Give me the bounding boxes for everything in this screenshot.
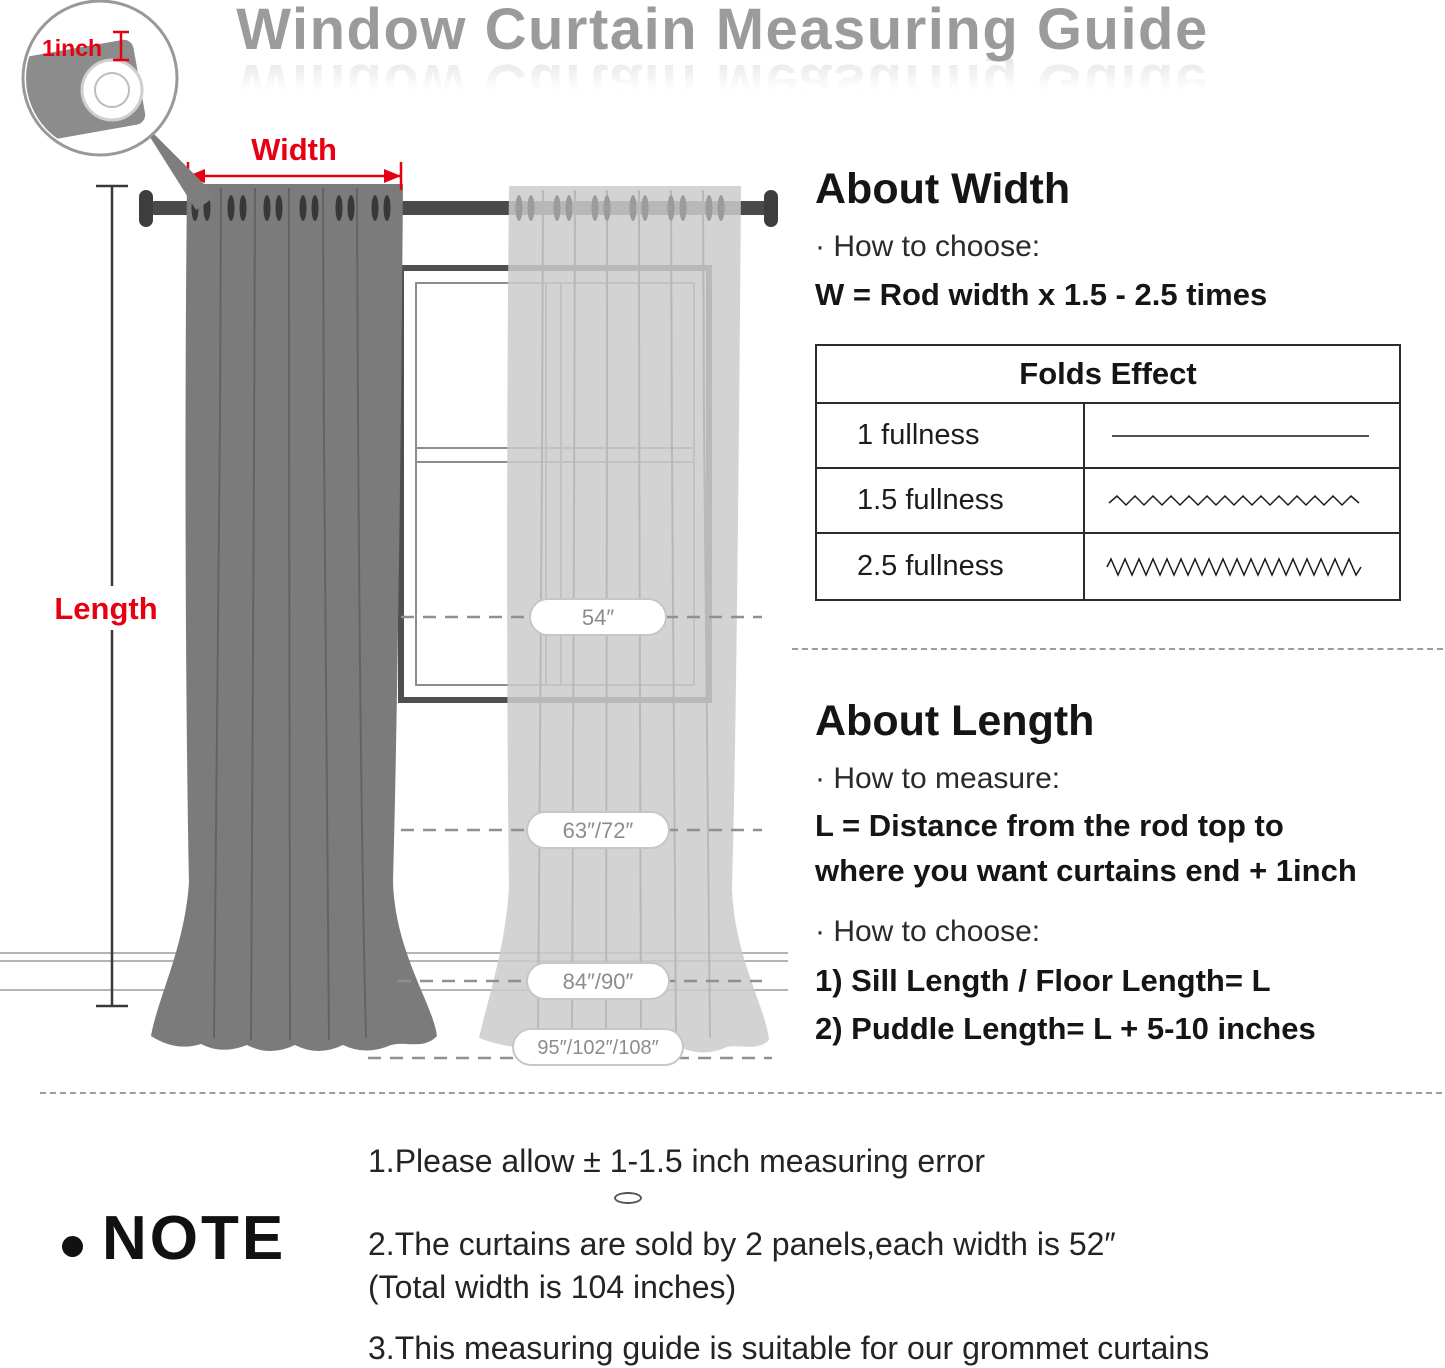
length-option-2: 2) Puddle Length= L + 5-10 inches [815, 1011, 1316, 1046]
note-bullet-icon [62, 1236, 83, 1257]
size-labels: 54″ 63″/72″ 84″/90″ 95″/102″/108″ [512, 598, 684, 1066]
curtain-panel-dark [151, 184, 437, 1051]
light-curtain-grommets [515, 195, 725, 221]
length-label: Length [54, 591, 157, 626]
fullness-1-wave-cell [1085, 404, 1399, 467]
fullness-1-5-wave-cell [1085, 469, 1399, 532]
straight-line-icon [1112, 434, 1369, 437]
section-divider [792, 648, 1443, 650]
folds-table-header: Folds Effect [817, 346, 1399, 404]
size-label-95-102-108: 95″/102″/108″ [537, 1037, 658, 1059]
note-heading: NOTE [102, 1204, 287, 1273]
length-how-to-choose: · How to choose: [815, 915, 1041, 948]
small-ellipse-decoration [614, 1192, 642, 1204]
table-row: 1.5 fullness [817, 469, 1399, 534]
note-divider [40, 1092, 1442, 1094]
page-title: Window Curtain Measuring Guide [236, 0, 1209, 62]
note-item-2b: (Total width is 104 inches) [368, 1269, 737, 1305]
length-formula-line1: L = Distance from the rod top to [815, 808, 1284, 843]
width-measure: Width [186, 132, 403, 190]
fullness-1-label: 1 fullness [817, 404, 1085, 467]
folds-effect-table: Folds Effect 1 fullness 1.5 fullness 2.5… [815, 344, 1401, 601]
width-formula: W = Rod width x 1.5 - 2.5 times [815, 277, 1268, 312]
magnifier-grommet-detail [26, 39, 146, 143]
about-width-heading: About Width [815, 165, 1071, 213]
size-label-63-72: 63″/72″ [563, 818, 634, 843]
note-item-2: 2.The curtains are sold by 2 panels,each… [368, 1226, 1116, 1262]
table-row: 2.5 fullness [817, 534, 1399, 599]
length-measure: Length [50, 184, 162, 1008]
fullness-2-5-label: 2.5 fullness [817, 534, 1085, 599]
fullness-1-5-label: 1.5 fullness [817, 469, 1085, 532]
about-length-heading: About Length [815, 697, 1095, 745]
magnifier-callout: 1inch [21, 0, 216, 210]
curtain-illustration: 54″ 63″/72″ 84″/90″ 95″/102″/108″ Length… [0, 0, 788, 1066]
size-label-84-90: 84″/90″ [563, 969, 634, 994]
length-option-1: 1) Sill Length / Floor Length= L [815, 963, 1271, 998]
length-how-to-measure: · How to measure: [815, 762, 1061, 795]
fullness-2-5-wave-cell [1085, 534, 1399, 599]
magnifier-1inch-label: 1inch [42, 35, 102, 61]
width-how-to-choose: · How to choose: [815, 230, 1041, 263]
dense-zigzag-icon [1106, 556, 1362, 577]
table-row: 1 fullness [817, 404, 1399, 469]
note-item-1: 1.Please allow ± 1-1.5 inch measuring er… [368, 1143, 985, 1179]
small-zigzag-icon [1108, 494, 1360, 506]
note-item-3: 3.This measuring guide is suitable for o… [368, 1330, 1210, 1366]
dark-curtain-folds [213, 187, 367, 1041]
width-label: Width [251, 132, 337, 167]
dark-curtain-grommets [191, 195, 391, 221]
length-formula-line2: where you want curtains end + 1inch [815, 853, 1357, 888]
size-label-54: 54″ [582, 605, 614, 630]
